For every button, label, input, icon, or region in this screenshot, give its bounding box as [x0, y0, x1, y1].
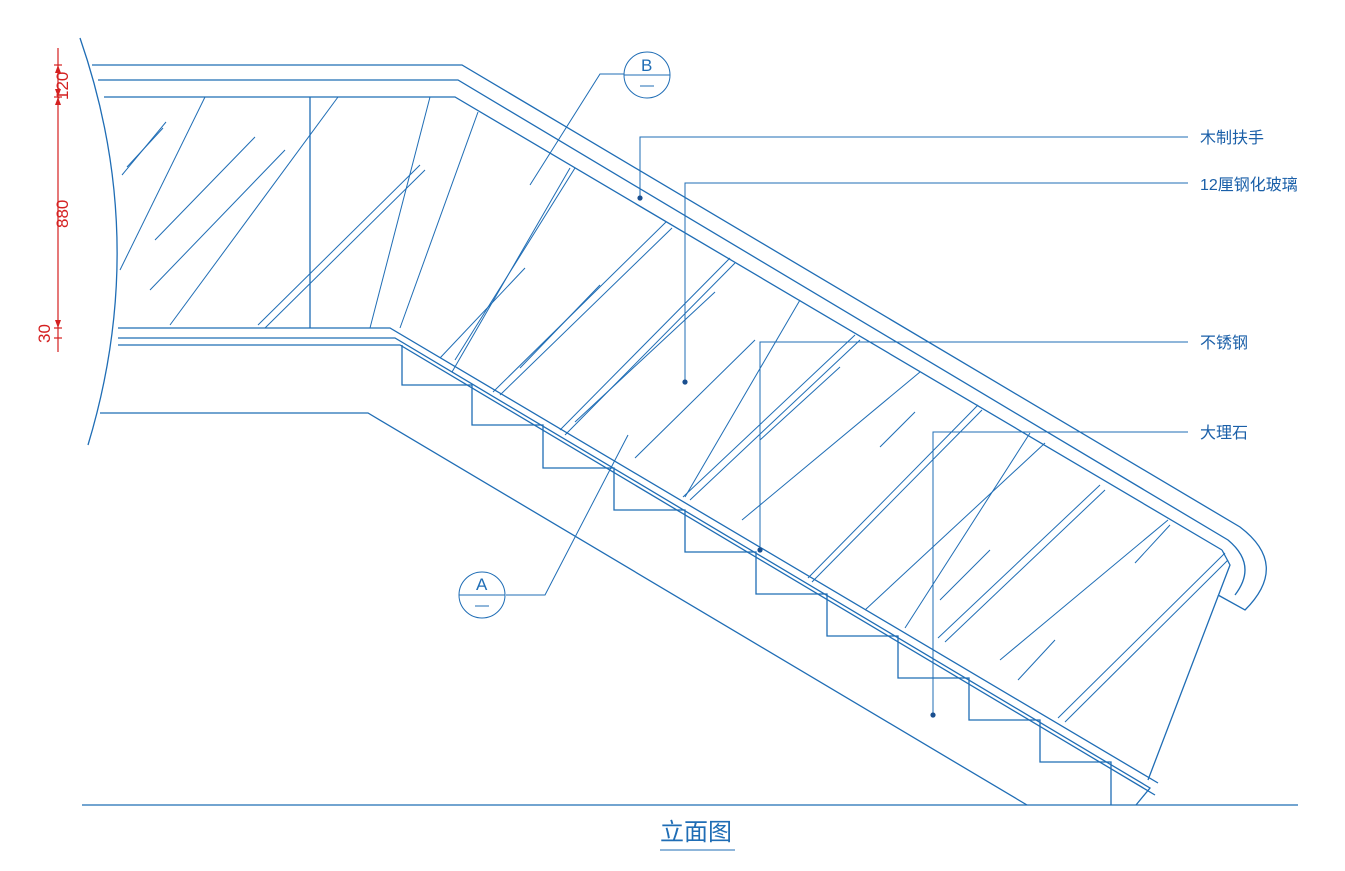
detail-callout-b: B	[529, 51, 671, 186]
stair-soffit	[100, 412, 1028, 806]
dim-middle-value: 880	[53, 200, 72, 228]
handrail	[92, 64, 1267, 611]
leader-stainless	[757, 341, 1188, 553]
stair-steps	[401, 345, 1112, 805]
dimension-chain: 120 880 30	[35, 48, 72, 352]
curved-wall-edge	[79, 37, 118, 446]
detail-tag-b: B	[641, 56, 652, 75]
leader-handrail	[637, 136, 1188, 201]
drawing-title: 立面图	[660, 818, 732, 846]
leader-glass	[682, 182, 1188, 385]
label-glass: 12厘钢化玻璃	[1200, 176, 1298, 194]
bottom-rail	[118, 337, 1156, 806]
label-marble: 大理石	[1200, 424, 1248, 442]
dim-bottom-value: 30	[35, 324, 54, 343]
label-handrail: 木制扶手	[1200, 129, 1264, 147]
leader-marble	[930, 431, 1188, 718]
glass-panel-border	[118, 97, 1231, 784]
detail-callout-a: A	[458, 434, 629, 619]
dim-top-value: 120	[53, 72, 72, 100]
label-stainless: 不锈钢	[1200, 334, 1248, 352]
glass-hatching	[119, 96, 1229, 723]
detail-tag-a: A	[476, 575, 488, 594]
stainless-braces	[454, 167, 1031, 629]
